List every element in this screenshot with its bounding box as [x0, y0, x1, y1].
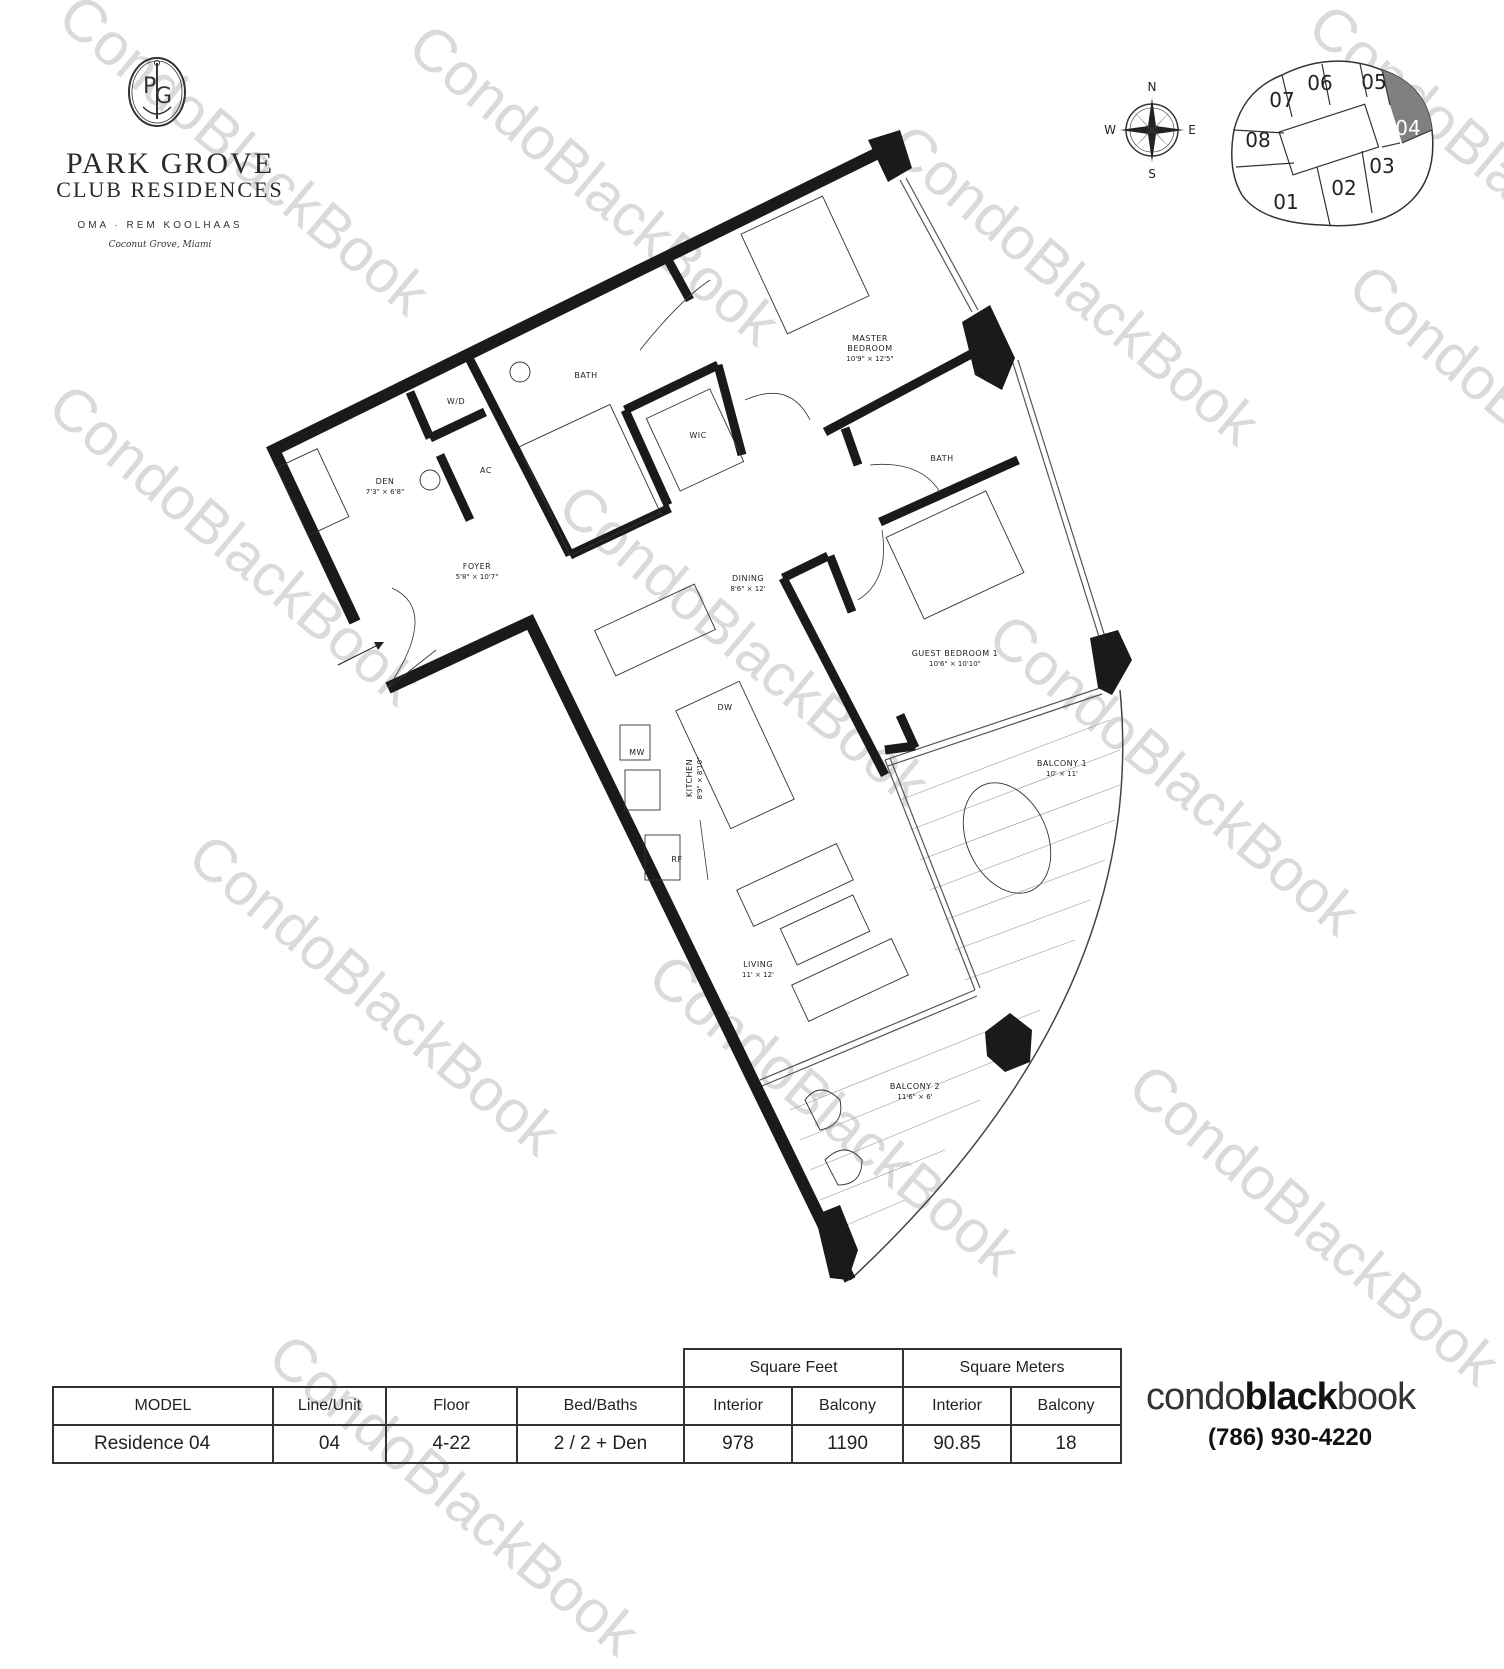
header-bed-baths: Bed/Baths — [516, 1386, 685, 1426]
cell-sqm-balcony: 18 — [1010, 1424, 1122, 1464]
label-den: DEN — [376, 477, 395, 486]
monogram-logo-icon: P G — [128, 57, 186, 127]
size-dining: 8'6" × 12' — [730, 585, 765, 593]
cell-sqft-balcony: 1190 — [791, 1424, 904, 1464]
label-bath-master: BATH — [574, 371, 597, 380]
keyplan-unit-04: 04 — [1395, 116, 1420, 140]
label-mw: MW — [629, 748, 645, 757]
key-plan: 07 06 05 04 03 02 01 08 — [1231, 60, 1434, 227]
keyplan-unit-03: 03 — [1369, 154, 1394, 178]
label-ac: AC — [480, 466, 492, 475]
keyplan-unit-07: 07 — [1269, 88, 1294, 112]
size-den: 7'3" × 6'8" — [366, 488, 404, 496]
keyplan-unit-04-highlight — [1382, 70, 1432, 143]
table-row: Residence 04 04 4-22 2 / 2 + Den 978 119… — [52, 1424, 1122, 1464]
header-line-unit: Line/Unit — [272, 1386, 387, 1426]
cell-floor: 4-22 — [385, 1424, 518, 1464]
label-wic: WIC — [689, 431, 706, 440]
furniture — [275, 195, 1052, 1186]
size-balcony-1: 10' × 11' — [1046, 770, 1078, 778]
size-foyer: 5'8" × 10'7" — [456, 573, 499, 581]
svg-text:P: P — [143, 74, 156, 99]
unit-spec-table: Square Feet Square Meters MODEL Line/Uni… — [52, 1348, 1122, 1464]
structural-columns — [815, 130, 1132, 1280]
architect-text: OMA · REM KOOLHAAS — [77, 220, 243, 231]
floor-plan: MASTER BEDROOM 10'9" × 12'5" BATH W/D AC… — [266, 130, 1132, 1283]
compass-n: N — [1148, 80, 1157, 94]
brand-part-3: book — [1336, 1376, 1416, 1418]
label-bath-guest: BATH — [930, 454, 953, 463]
size-living: 11' × 12' — [742, 971, 774, 979]
header-floor: Floor — [385, 1386, 518, 1426]
header-sqft-interior: Interior — [683, 1386, 793, 1426]
compass-e: E — [1188, 123, 1196, 137]
compass-s: S — [1148, 167, 1156, 181]
balcony-decking — [789, 719, 1121, 1231]
header-sqft-balcony: Balcony — [791, 1386, 904, 1426]
keyplan-unit-08: 08 — [1245, 128, 1270, 152]
label-kitchen: KITCHEN — [685, 759, 694, 797]
keyplan-unit-02: 02 — [1331, 176, 1356, 200]
location-text: Coconut Grove, Miami — [108, 240, 212, 250]
label-dining: DINING — [732, 574, 764, 583]
size-balcony-2: 11'6" × 6' — [897, 1093, 932, 1101]
label-master-bedroom: MASTER — [852, 334, 888, 343]
cell-sqft-interior: 978 — [683, 1424, 793, 1464]
size-master-bedroom: 10'9" × 12'5" — [846, 355, 893, 363]
label-master-bedroom-2: BEDROOM — [847, 344, 892, 353]
keyplan-unit-01: 01 — [1273, 190, 1298, 214]
logo-title: PARK GROVE — [65, 147, 275, 180]
exterior-walls — [266, 146, 883, 1283]
brand-part-1: condo — [1146, 1376, 1246, 1418]
size-guest-bedroom: 10'6" × 10'10" — [929, 660, 981, 668]
phone-number: (786) 930-4220 — [1208, 1424, 1373, 1451]
logo-subtitle: CLUB RESIDENCES — [56, 177, 284, 202]
entry-arrow-icon — [337, 642, 384, 666]
balcony-edge — [849, 689, 1124, 1281]
label-living: LIVING — [743, 960, 773, 969]
svg-text:G: G — [155, 84, 172, 109]
condoblackbook-logo: condoblackbook — [1146, 1376, 1416, 1419]
label-wd: W/D — [447, 397, 465, 406]
window-lines — [759, 177, 1107, 1087]
brand-part-2: black — [1244, 1376, 1338, 1418]
label-guest-bedroom: GUEST BEDROOM 1 — [912, 649, 999, 658]
label-foyer: FOYER — [463, 562, 491, 571]
label-balcony-2: BALCONY 2 — [890, 1082, 940, 1091]
door-swings — [387, 279, 941, 881]
compass-w: W — [1104, 123, 1116, 137]
compass-rose-icon: N S E W — [1104, 80, 1196, 181]
interior-walls — [405, 257, 1020, 778]
header-square-feet: Square Feet — [683, 1348, 904, 1388]
header-model: MODEL — [52, 1386, 274, 1426]
keyplan-unit-06: 06 — [1307, 71, 1332, 95]
header-sqm-interior: Interior — [902, 1386, 1012, 1426]
header-square-meters: Square Meters — [902, 1348, 1122, 1388]
size-kitchen: 8'9" × 8'10" — [696, 757, 704, 800]
cell-bed-baths: 2 / 2 + Den — [516, 1424, 685, 1464]
label-balcony-1: BALCONY 1 — [1037, 759, 1087, 768]
cell-model: Residence 04 — [52, 1424, 274, 1464]
label-rf: RF — [671, 855, 682, 864]
header-sqm-balcony: Balcony — [1010, 1386, 1122, 1426]
cell-sqm-interior: 90.85 — [902, 1424, 1012, 1464]
keyplan-unit-05: 05 — [1361, 70, 1386, 94]
label-dw: DW — [717, 703, 732, 712]
cell-line-unit: 04 — [272, 1424, 387, 1464]
